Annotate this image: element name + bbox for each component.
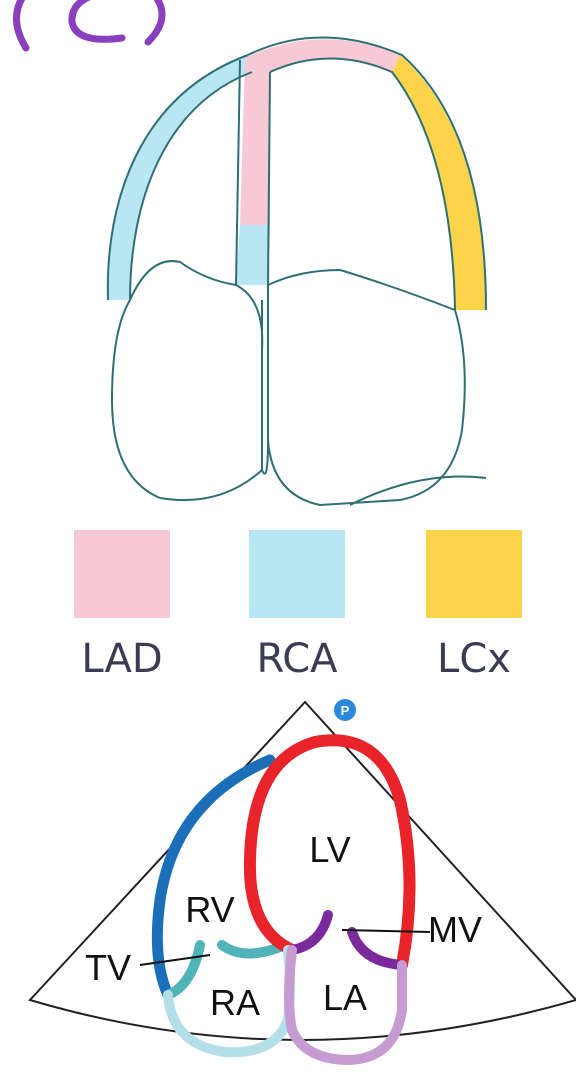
- legend-label-lad: LAD: [81, 636, 162, 682]
- outline-bottom-curve: [350, 477, 486, 505]
- label-mv: MV: [428, 909, 482, 950]
- tv-lateral-leaflet: [168, 945, 200, 995]
- p-badge: P: [334, 699, 356, 721]
- outline-la: [268, 270, 465, 505]
- legend-label-lcx: LCx: [437, 636, 511, 682]
- outline-ra: [112, 261, 262, 500]
- header-glyph-letter-c: [72, 0, 128, 39]
- label-la: LA: [323, 977, 367, 1018]
- mv-anterior-leaflet: [292, 915, 328, 950]
- label-rv: RV: [185, 889, 234, 930]
- legend-swatch-lcx: [426, 530, 522, 618]
- segment-lad-septum: [240, 39, 400, 225]
- legend-swatch-lad: [74, 530, 170, 618]
- segment-rca-free-wall: [108, 55, 252, 300]
- p-badge-text: P: [341, 703, 350, 718]
- apical-view: P LV RV MV TV RA LA: [30, 699, 576, 1060]
- legend-label-rca: RCA: [256, 636, 338, 682]
- header-glyph: [16, 0, 162, 48]
- label-tv: TV: [85, 947, 131, 988]
- legend-swatch-rca: [249, 530, 345, 618]
- mv-posterior-leaflet: [352, 932, 402, 965]
- legend: LAD RCA LCx: [74, 530, 522, 682]
- header-glyph-right-paren: [148, 0, 162, 42]
- label-lv: LV: [309, 829, 350, 870]
- segment-diagram: [108, 38, 486, 506]
- segment-rca-septum: [236, 225, 270, 285]
- header-glyph-left-paren: [16, 0, 28, 48]
- label-ra: RA: [210, 982, 260, 1023]
